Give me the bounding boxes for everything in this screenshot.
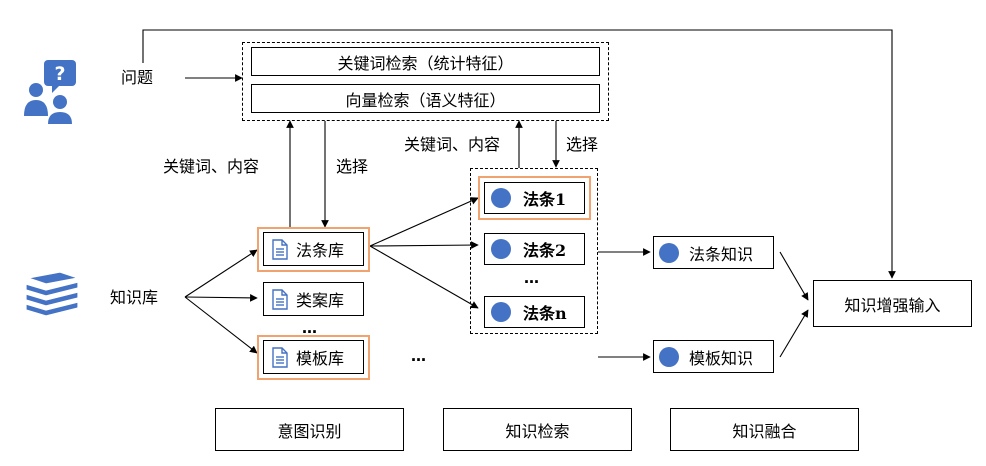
document-icon bbox=[272, 288, 288, 310]
svg-text:?: ? bbox=[54, 63, 65, 85]
lawn-node: 法条n bbox=[484, 296, 585, 328]
stage-knowledge-retrieval: 知识检索 bbox=[443, 408, 632, 451]
edge-kb-law-lib bbox=[184, 249, 258, 298]
law-results-group bbox=[470, 168, 598, 334]
edge-tmplk-enhanced bbox=[779, 309, 809, 358]
books-icon bbox=[25, 271, 81, 317]
stage-intent-recognition: 意图识别 bbox=[215, 408, 404, 451]
law1-dot bbox=[491, 188, 511, 208]
template-library-node: 模板库 bbox=[263, 340, 364, 374]
edge-label-select-right: 选择 bbox=[566, 135, 599, 154]
law2-node: 法条2 bbox=[484, 233, 585, 265]
edge-lawk-enhanced bbox=[779, 251, 809, 301]
law-library-label: 法条库 bbox=[296, 241, 345, 260]
edge-kb-case-lib bbox=[184, 294, 258, 302]
lawn-dot bbox=[491, 302, 511, 322]
keyword-search-box: 关键词检索（统计特征） bbox=[251, 47, 600, 76]
middle-ellipsis: … bbox=[411, 347, 426, 365]
question-label: 问题 bbox=[121, 68, 154, 87]
law2-dot bbox=[491, 239, 511, 259]
search-group bbox=[242, 42, 609, 121]
law1-highlight bbox=[478, 176, 591, 220]
law2-label: 法条2 bbox=[523, 241, 567, 260]
law-library-highlight bbox=[257, 227, 370, 272]
stage-knowledge-fusion: 知识融合 bbox=[670, 408, 859, 451]
law-knowledge-dot bbox=[659, 242, 679, 263]
template-library-label: 模板库 bbox=[296, 349, 345, 368]
vector-search-box: 向量检索（语义特征） bbox=[251, 84, 600, 113]
case-library-label: 类案库 bbox=[296, 291, 345, 310]
enhanced-input-box: 知识增强输入 bbox=[813, 280, 972, 327]
law-knowledge-label: 法条知识 bbox=[689, 244, 754, 264]
question-user-icon: ? bbox=[24, 60, 76, 124]
law1-node: 法条1 bbox=[484, 182, 585, 214]
case-library-node: 类案库 bbox=[263, 282, 364, 316]
knowledge-base-label: 知识库 bbox=[110, 288, 159, 307]
edge-lib-lawn bbox=[369, 245, 479, 309]
edge-lib-law1 bbox=[369, 197, 479, 247]
law1-label: 法条1 bbox=[523, 190, 567, 209]
document-icon bbox=[272, 238, 288, 260]
edge-label-keywords-content-right: 关键词、内容 bbox=[404, 135, 501, 154]
document-icon bbox=[272, 346, 288, 368]
edge-label-keywords-content-left: 关键词、内容 bbox=[163, 157, 260, 176]
template-knowledge-label: 模板知识 bbox=[689, 348, 754, 368]
edge-kb-template-lib bbox=[184, 296, 258, 354]
law-library-node: 法条库 bbox=[263, 232, 364, 266]
edge-label-select-left: 选择 bbox=[336, 157, 369, 176]
template-knowledge-dot bbox=[659, 346, 679, 367]
template-library-highlight bbox=[257, 335, 370, 380]
library-ellipsis: … bbox=[302, 319, 317, 337]
lawn-label: 法条n bbox=[523, 304, 567, 323]
edge-question-enhanced bbox=[142, 29, 896, 279]
edge-lib-law2 bbox=[369, 241, 479, 249]
template-knowledge-node: 模板知识 bbox=[653, 340, 774, 373]
law-ellipsis: … bbox=[524, 269, 539, 287]
law-knowledge-node: 法条知识 bbox=[653, 236, 774, 269]
